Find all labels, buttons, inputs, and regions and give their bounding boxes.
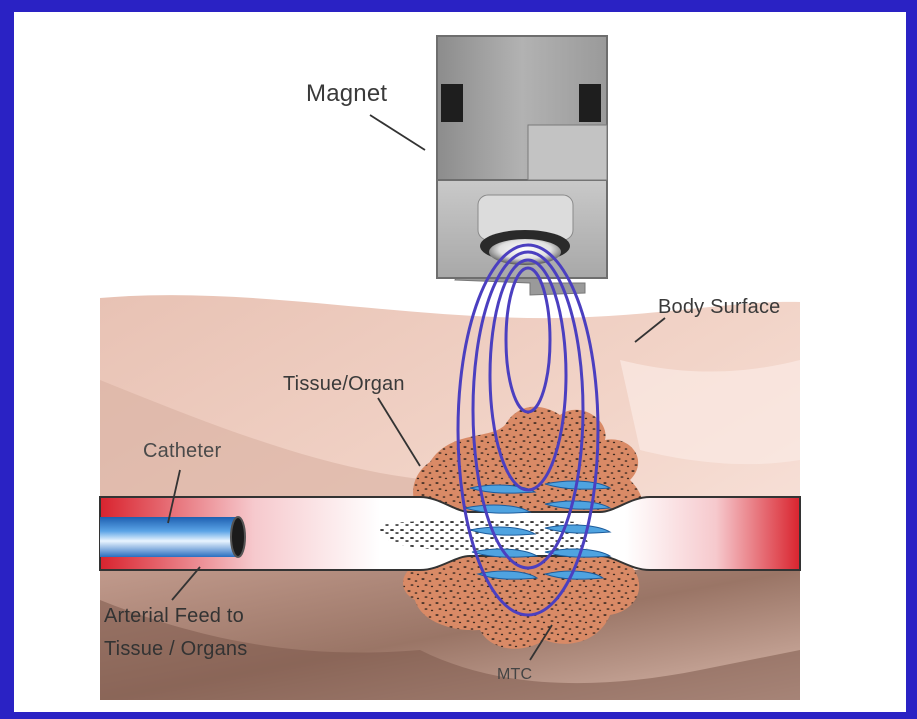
catheter	[100, 517, 245, 557]
mtc-label: MTC	[497, 666, 532, 684]
magnet	[437, 36, 607, 295]
tissue-organ-label: Tissue/Organ	[283, 373, 405, 396]
arterial-feed-label-line2: Tissue / Organs	[104, 638, 247, 661]
catheter-label: Catheter	[143, 440, 221, 463]
arterial-feed-label-line1: Arterial Feed to	[104, 605, 244, 628]
magnet-label: Magnet	[306, 80, 387, 108]
body-surface-label: Body Surface	[658, 296, 780, 319]
